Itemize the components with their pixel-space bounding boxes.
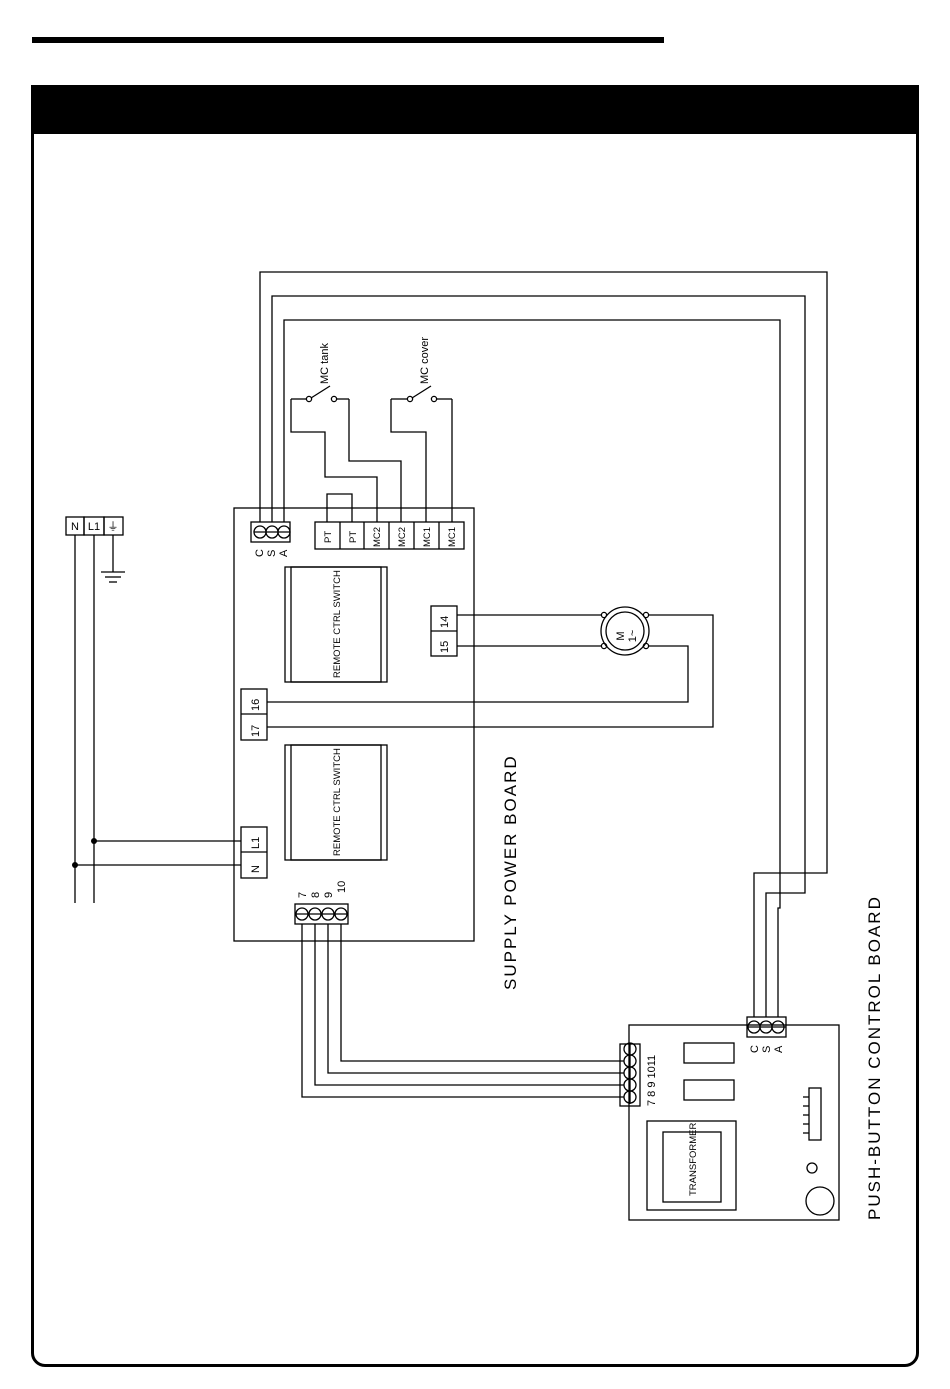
control-wiring <box>302 924 624 1097</box>
supply-term-7: 7 <box>297 892 309 898</box>
mc-tank-label: MC tank <box>319 343 331 384</box>
supply-term-8: 8 <box>310 892 322 898</box>
push-c-label: C <box>749 1045 761 1053</box>
supply-power-board <box>234 508 474 941</box>
motor: M 1~ <box>601 607 649 655</box>
push-board-title: PUSH-BUTTON CONTROL BOARD <box>865 895 884 1220</box>
connector-component <box>809 1088 821 1140</box>
terminal-16-label: 16 <box>250 699 262 711</box>
push-a-label: A <box>773 1045 785 1053</box>
motor-terminals: 14 15 <box>431 606 457 656</box>
relay-2: REMOTE CTRL SWITCH <box>285 745 387 860</box>
terminal-mc2-2: MC2 <box>397 527 408 547</box>
transformer-label: TRANSFORMER <box>688 1123 699 1197</box>
supply-board-title: SUPPLY POWER BOARD <box>501 754 520 990</box>
relay-1-label: REMOTE CTRL SWITCH <box>332 570 343 678</box>
supply-s-label: S <box>266 550 278 557</box>
switch-wiring <box>291 399 452 522</box>
led-component <box>807 1163 817 1173</box>
relay-component-1 <box>684 1043 734 1063</box>
motor-m-label: M <box>615 631 627 640</box>
mains-terminal-block: N L1 ⏚ <box>66 517 123 535</box>
mc-cover-label: MC cover <box>419 337 431 384</box>
csa-long-wiring <box>260 272 827 1017</box>
mc-tank-switch: MC tank <box>291 343 349 402</box>
supply-a-label: A <box>278 549 290 557</box>
supply-top-terminal-strip: PT PT MC2 MC2 MC1 MC1 <box>315 494 464 549</box>
terminal-15-label: 15 <box>439 641 451 653</box>
terminal-mc1-2: MC1 <box>447 527 458 547</box>
push-csa-terminals: C S A <box>747 1017 786 1053</box>
mains-wiring <box>72 535 241 903</box>
supply-bottom-terminals: 7 8 9 10 <box>295 881 348 924</box>
push-s-label: S <box>761 1046 773 1053</box>
supply-term-9: 9 <box>323 892 335 898</box>
terminal-14-label: 14 <box>439 616 451 628</box>
terminal-mc1-1: MC1 <box>422 527 433 547</box>
terminal-mc2-1: MC2 <box>372 527 383 547</box>
mains-n-label: N <box>71 521 79 533</box>
buzzer-component <box>806 1187 834 1215</box>
relay-2-label: REMOTE CTRL SWITCH <box>332 748 343 856</box>
board-mains-terminals: L1 N <box>241 827 267 878</box>
earth-symbol-label: ⏚ <box>108 520 119 533</box>
board-n-label: N <box>250 865 262 873</box>
relay-1: REMOTE CTRL SWITCH <box>285 567 387 682</box>
motor-phase-label: 1~ <box>627 630 639 643</box>
supply-csa-terminals: C S A <box>251 522 290 557</box>
mains-l1-label: L1 <box>88 521 100 533</box>
supply-term-10: 10 <box>336 881 348 893</box>
terminal-pt-1: PT <box>323 531 334 543</box>
terminal-pt-2: PT <box>348 531 359 543</box>
terminal-17-label: 17 <box>250 725 262 737</box>
mc-cover-switch: MC cover <box>391 337 452 402</box>
push-terminals-label: 7 8 9 1011 <box>646 1055 658 1106</box>
supply-c-label: C <box>254 549 266 557</box>
push-terminal-block: 7 8 9 1011 <box>620 1043 658 1106</box>
relay-component-2 <box>684 1080 734 1100</box>
push-board-components: TRANSFORMER <box>647 1043 834 1215</box>
board-l1-label: L1 <box>250 837 262 849</box>
side-terminals: 16 17 <box>241 689 267 740</box>
